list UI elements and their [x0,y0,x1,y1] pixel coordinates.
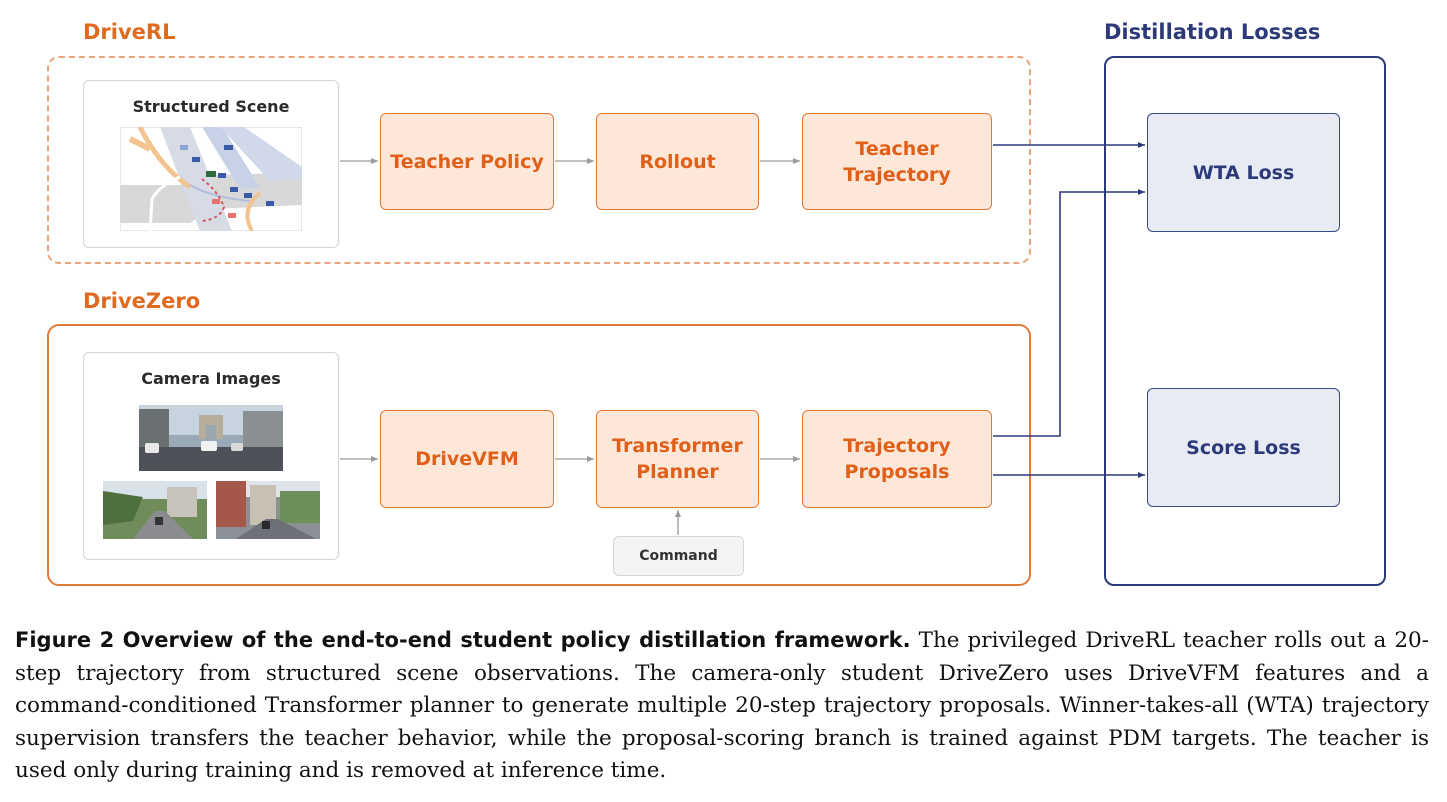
right-camera-image [216,481,320,539]
score-loss-box: Score Loss [1147,388,1340,507]
driverl-group [47,56,1031,264]
caption-text: The privileged DriveRL teacher rolls out… [15,628,1429,783]
command-box: Command [613,536,744,576]
front-camera-image [139,405,283,471]
structured-scene-label: Structured Scene [132,97,290,116]
driverl-title: DriveRL [83,20,176,44]
camera-images-panel: Camera Images [83,352,339,560]
camera-images-label: Camera Images [141,369,281,388]
drivezero-title: DriveZero [83,289,201,313]
teacher-trajectory-box: Teacher Trajectory [802,113,992,210]
bev-map-image [120,127,302,231]
teacher-policy-box: Teacher Policy [380,113,554,210]
arrow-proposals-to-wta [993,189,1145,437]
transformer-planner-box: Transformer Planner [596,410,759,508]
distillation-losses-title: Distillation Losses [1104,20,1321,44]
distillation-losses-group [1104,56,1386,586]
wta-loss-box: WTA Loss [1147,113,1340,232]
left-camera-image [103,481,207,539]
drivevfm-box: DriveVFM [380,410,554,508]
figure-caption: Figure 2 Overview of the end-to-end stud… [15,624,1429,788]
rollout-box: Rollout [596,113,759,210]
trajectory-proposals-box: Trajectory Proposals [802,410,992,508]
drivezero-group [47,324,1031,586]
structured-scene-panel: Structured Scene [83,80,339,248]
caption-label: Figure 2 Overview of the end-to-end stud… [15,628,911,652]
